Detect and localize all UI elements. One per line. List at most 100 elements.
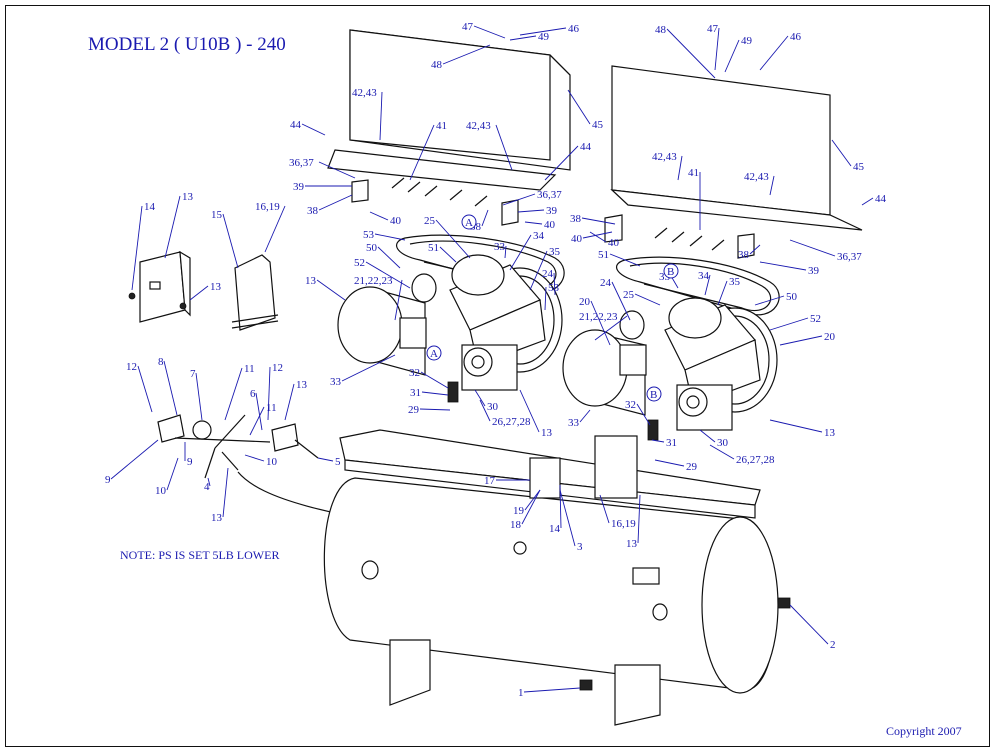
part-callout: 38 (570, 213, 582, 225)
callout-leader (789, 604, 829, 645)
part-callout: 50 (366, 242, 378, 254)
callout-leader (244, 454, 265, 462)
belt-guard-right (610, 65, 863, 231)
callout-leader (544, 286, 547, 311)
part-callout: 13 (182, 191, 194, 203)
part-callout: 21,22,23 (579, 311, 618, 323)
callout-leader (284, 383, 295, 421)
callout-leader (579, 409, 591, 423)
part-callout: 40 (544, 219, 556, 231)
callout-leader (759, 261, 807, 271)
callout-leader (249, 406, 265, 436)
callout-leader (529, 250, 548, 291)
part-callout: 41 (688, 167, 699, 179)
connection-marker-circle (461, 214, 477, 230)
part-callout: 1 (518, 687, 524, 699)
callout-leader (769, 317, 809, 331)
part-callout: 42,43 (652, 151, 677, 163)
callout-leader (473, 25, 506, 39)
part-callout: 24 (542, 268, 554, 280)
callout-leader (544, 145, 579, 181)
part-callout: 36,37 (537, 189, 562, 201)
part-callout: 49 (741, 35, 753, 47)
callout-leader (318, 161, 356, 179)
part-callout: 18 (510, 519, 522, 531)
part-callout: 21,22,23 (354, 275, 393, 287)
part-callout: 50 (786, 291, 798, 303)
callout-leader (131, 205, 143, 291)
callout-leader (264, 205, 286, 253)
part-callout: 4 (204, 481, 210, 493)
callout-leader (222, 467, 229, 518)
callout-leader (789, 239, 836, 257)
callout-leader (419, 408, 451, 411)
part-callout: 40 (571, 233, 583, 245)
part-callout: 31 (410, 387, 421, 399)
part-callout: 6 (250, 388, 256, 400)
part-callout: 17 (484, 475, 496, 487)
part-callout: 30 (717, 437, 729, 449)
part-callout: 39 (546, 205, 558, 217)
part-callout: 16,19 (255, 201, 280, 213)
part-callout: 47 (707, 23, 719, 35)
part-callout: 16,19 (611, 518, 636, 530)
callout-leader (509, 234, 532, 271)
part-callout: 33 (568, 417, 580, 429)
callout-leader (474, 389, 486, 407)
callout-leader (365, 261, 411, 289)
connection-marker-label: B (667, 266, 674, 278)
callout-leader (589, 231, 607, 243)
part-callout: 13 (305, 275, 317, 287)
part-callout: 53 (548, 282, 560, 294)
connection-marker-label: A (465, 217, 473, 229)
callout-leader (195, 372, 203, 421)
part-callout: 33 (330, 376, 342, 388)
part-callout: 36,37 (837, 251, 862, 263)
part-callout: 29 (686, 461, 698, 473)
part-callout: 39 (808, 265, 820, 277)
callout-leader (749, 244, 761, 255)
callout-leader (521, 489, 541, 525)
part-callout: 33 (494, 241, 506, 253)
part-callout: 25 (623, 289, 635, 301)
callout-leader (519, 389, 540, 433)
callout-leader (222, 213, 239, 269)
part-callout: 13 (296, 379, 308, 391)
part-callout: 48 (431, 59, 443, 71)
callout-leader (301, 123, 326, 136)
callout-leader (724, 39, 740, 73)
callout-leader (769, 175, 775, 196)
callout-leader (636, 403, 651, 426)
callout-leader (166, 457, 179, 491)
callout-leader (224, 367, 243, 421)
part-callout: 19 (513, 505, 525, 517)
part-callout: 12 (272, 362, 283, 374)
callout-leader (517, 209, 545, 213)
motor-left (337, 273, 437, 376)
compressor-pump-left (449, 254, 563, 391)
callout-leader (377, 246, 401, 269)
part-callout: 5 (335, 456, 341, 468)
copyright-notice: Copyright 2007 (886, 724, 962, 738)
part-callout: 38 (470, 221, 482, 233)
part-callout: 44 (580, 141, 592, 153)
connection-marker-circle (646, 386, 662, 402)
callout-leader (519, 27, 567, 36)
part-callout: 44 (290, 119, 302, 131)
part-callout: 24 (600, 277, 612, 289)
callout-leader (634, 293, 661, 306)
part-callout: 9 (187, 456, 193, 468)
part-callout: 33 (659, 271, 671, 283)
part-callout: 34 (533, 230, 545, 242)
callout-leader (317, 457, 334, 462)
callout-leader (316, 279, 346, 301)
part-callout: 11 (266, 402, 277, 414)
v-belt-slots (391, 177, 725, 251)
callout-leader (341, 354, 396, 382)
part-callout: 10 (155, 485, 167, 497)
part-callout: 32 (625, 399, 636, 411)
pump-mounting-saddle (339, 429, 761, 519)
callout-leader (654, 459, 685, 467)
callout-leader (559, 489, 576, 547)
callout-leader (609, 253, 641, 267)
